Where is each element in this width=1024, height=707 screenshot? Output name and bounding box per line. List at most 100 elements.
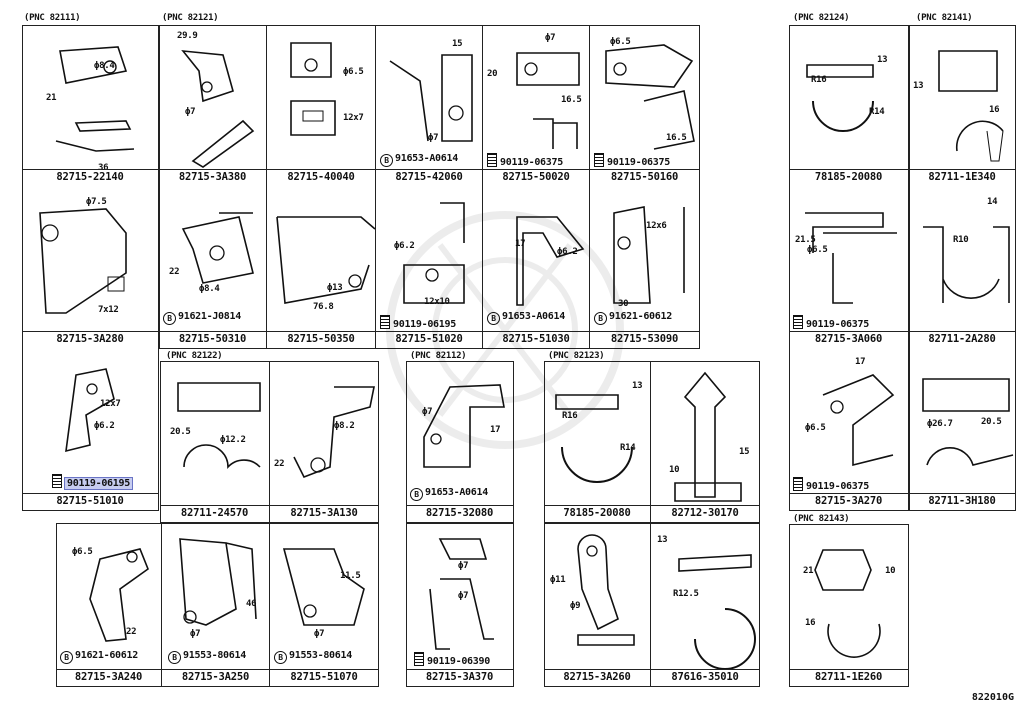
part-illustration <box>65 368 115 453</box>
part-number[interactable]: 82715-50160 <box>610 171 679 183</box>
part-number[interactable]: 82715-3A060 <box>814 333 883 345</box>
fastener-part-number[interactable]: 90119-06390 <box>427 656 490 667</box>
fastener-part-number[interactable]: 90119-06195 <box>64 477 133 490</box>
dimension-label: R12.5 <box>673 589 699 599</box>
fastener-callout[interactable]: 90119-06195 <box>380 315 456 330</box>
fastener-callout[interactable]: 90119-06375 <box>487 153 563 168</box>
part-number[interactable]: 82711-1E340 <box>928 171 996 183</box>
part-number[interactable]: 82715-53090 <box>610 333 679 345</box>
part-number[interactable]: 82712-30170 <box>671 507 739 519</box>
part-number-divider <box>789 669 908 670</box>
dimension-label: 22 <box>274 459 285 469</box>
part-number[interactable]: 82715-3A270 <box>814 495 883 507</box>
part-number[interactable]: 82715-3A260 <box>563 671 631 683</box>
part-number-divider <box>909 493 1015 494</box>
part-number[interactable]: 82715-22140 <box>56 171 124 183</box>
part-number[interactable]: 82715-51030 <box>502 333 570 345</box>
part-number[interactable]: 87616-35010 <box>671 671 739 683</box>
part-number-divider <box>270 505 378 506</box>
fastener-part-number[interactable]: 91553-80614 <box>289 650 352 661</box>
dimension-label: ϕ26.7 <box>927 419 953 429</box>
part-number-divider <box>651 505 759 506</box>
part-number[interactable]: 82715-51020 <box>395 333 463 345</box>
fastener-part-number[interactable]: 90119-06195 <box>393 319 456 330</box>
fastener-part-number[interactable]: 90119-06375 <box>806 481 869 492</box>
fastener-callout[interactable]: 90119-06390 <box>414 652 490 667</box>
part-number[interactable]: 82715-51070 <box>290 671 358 683</box>
dimension-label: 20.5 <box>170 427 191 437</box>
part-illustration <box>822 374 895 467</box>
part-number-divider <box>22 331 158 332</box>
fastener-callout[interactable]: 90119-06195 <box>52 474 133 490</box>
part-number[interactable]: 82715-3A130 <box>290 507 358 519</box>
part-number[interactable]: 82715-50020 <box>502 171 570 183</box>
part-number[interactable]: 82715-40040 <box>287 171 355 183</box>
fastener-callout[interactable]: 90119-06375 <box>793 315 869 330</box>
fastener-part-number[interactable]: 91653-A0614 <box>502 311 565 322</box>
part-number[interactable]: 82711-1E260 <box>814 671 883 683</box>
fastener-badge: B <box>594 312 607 325</box>
part-number-divider <box>376 331 482 332</box>
part-number[interactable]: 82715-3A370 <box>425 671 494 683</box>
fastener-callout[interactable]: 90119-06375 <box>594 153 670 168</box>
part-number[interactable]: 82715-50310 <box>178 333 247 345</box>
part-number[interactable]: 82711-3H180 <box>928 495 996 507</box>
fastener-part-number[interactable]: 91553-80614 <box>183 650 246 661</box>
part-number[interactable]: 82715-51010 <box>56 495 124 507</box>
fastener-badge: B <box>60 651 73 664</box>
part-number[interactable]: 78185-20080 <box>563 507 631 519</box>
part-number[interactable]: 82711-2A280 <box>928 333 996 345</box>
fastener-part-number[interactable]: 91621-60612 <box>75 650 138 661</box>
fastener-part-number[interactable]: 91621-60612 <box>609 311 672 322</box>
fastener-callout[interactable]: 90119-06375 <box>793 477 869 492</box>
dimension-label: ϕ6.5 <box>72 547 93 557</box>
dimension-label: 13 <box>632 381 643 391</box>
part-number[interactable]: 82711-24570 <box>180 507 249 519</box>
part-number[interactable]: 82715-3A280 <box>56 333 124 345</box>
fastener-badge: B <box>380 154 393 167</box>
fastener-part-number[interactable]: 91653-A0614 <box>425 487 488 498</box>
dimension-label: 20 <box>487 69 498 79</box>
part-illustration <box>678 554 756 670</box>
part-number[interactable]: 78185-20080 <box>814 171 883 183</box>
part-number[interactable]: 82715-50350 <box>287 333 355 345</box>
part-number[interactable]: 82715-3A380 <box>178 171 247 183</box>
group-label-82141: (PNC 82141) <box>916 13 973 23</box>
bolt-icon <box>793 477 803 491</box>
fastener-part-number[interactable]: 91621-J0814 <box>178 311 241 322</box>
part-number[interactable]: 82715-3A240 <box>74 671 143 683</box>
fastener-part-number[interactable]: 90119-06375 <box>607 157 670 168</box>
part-number-divider <box>651 669 759 670</box>
dimension-label: 20.5 <box>981 417 1002 427</box>
fastener-part-number[interactable]: 90119-06375 <box>806 319 869 330</box>
part-number-divider <box>909 169 1015 170</box>
group-label-82122: (PNC 82122) <box>166 351 223 361</box>
part-number-divider <box>406 669 513 670</box>
fastener-part-number[interactable]: 91653-A0614 <box>395 153 458 164</box>
part-number-divider <box>270 669 378 670</box>
part-number[interactable]: 82715-42060 <box>395 171 463 183</box>
dimension-label: ϕ7 <box>190 629 201 639</box>
part-illustration <box>814 549 881 658</box>
part-number[interactable]: 82715-3A250 <box>181 671 250 683</box>
fastener-part-number[interactable]: 90119-06375 <box>500 157 563 168</box>
dimension-label: ϕ9 <box>570 601 581 611</box>
part-number[interactable]: 82715-32080 <box>425 507 494 519</box>
